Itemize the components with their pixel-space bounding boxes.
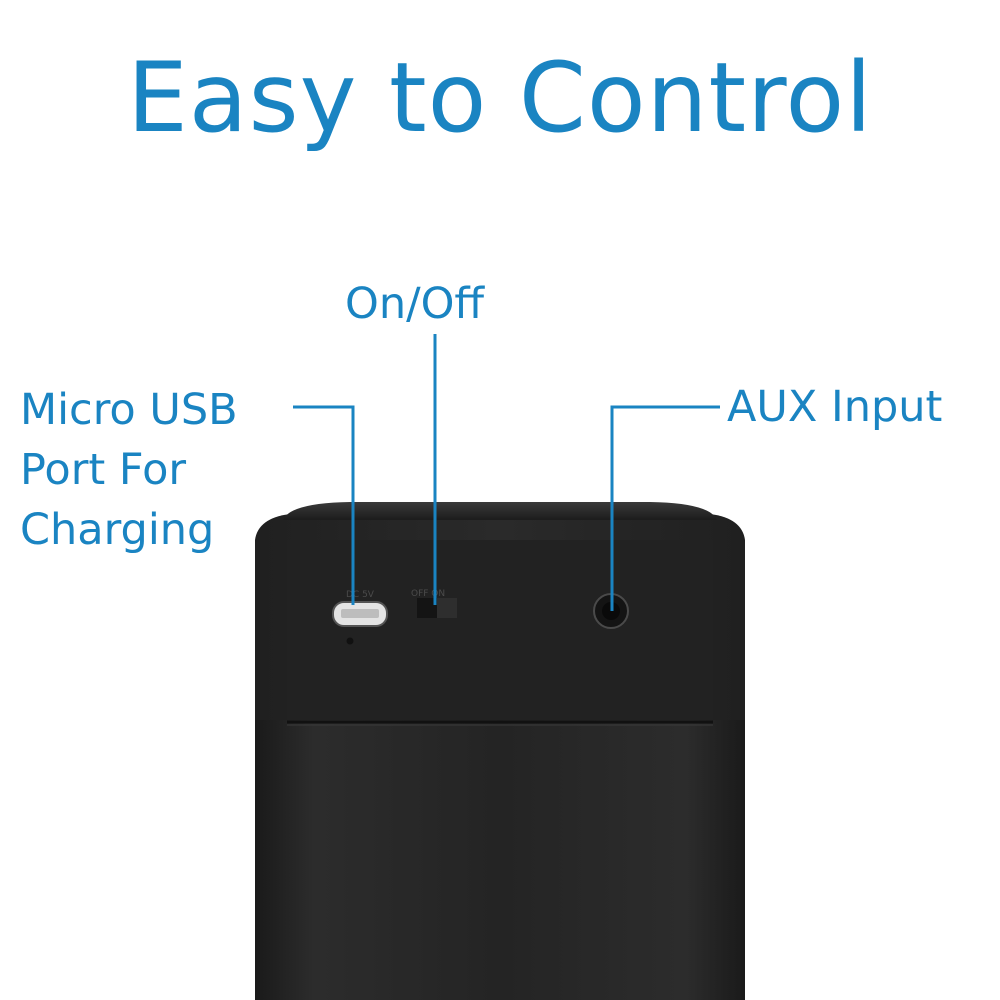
micro-usb-callout-line-3: Charging: [20, 505, 215, 555]
usb-port-label: DC 5V: [346, 590, 375, 600]
headline: Easy to Control: [127, 42, 873, 154]
micro-usb-callout-line-1: Micro USB: [20, 385, 238, 435]
speaker-lower-body: [255, 720, 745, 1000]
control-panel: [287, 540, 713, 720]
micro-usb-callout: Micro USB Port For Charging: [20, 380, 238, 560]
power-switch: [417, 598, 437, 618]
on-off-callout: On/Off: [345, 279, 485, 329]
speaker-top-rim: [283, 502, 717, 520]
micro-usb-callout-line-2: Port For: [20, 445, 187, 495]
power-switch-label: OFF ON: [411, 589, 445, 599]
charge-indicator-led: [346, 637, 354, 645]
aux-input-callout: AUX Input: [727, 382, 943, 432]
